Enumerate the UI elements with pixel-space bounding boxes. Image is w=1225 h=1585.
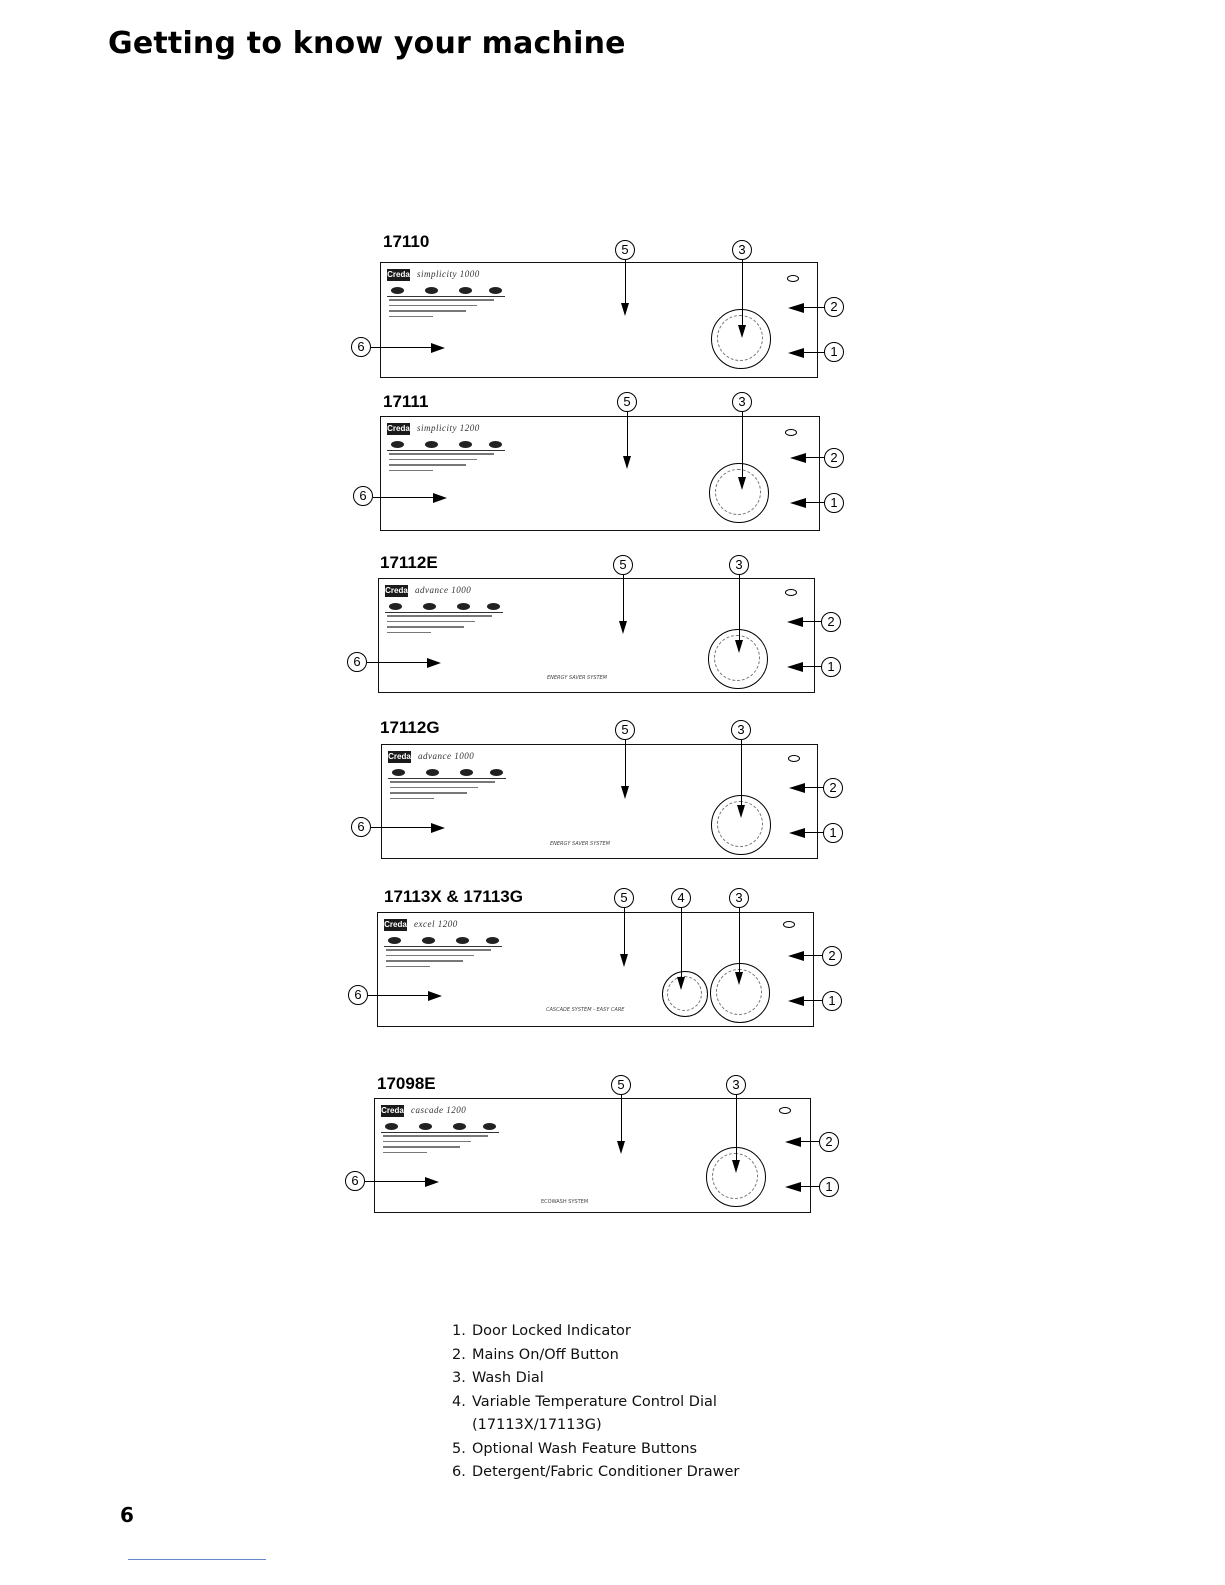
control-panel: Creda cascade 1200 ECOWASH SYSTEM	[374, 1098, 811, 1213]
callout-6: 6	[351, 337, 371, 357]
system-label: ECOWASH SYSTEM	[541, 1199, 589, 1205]
series-name: simplicity 1200	[417, 423, 480, 433]
callout-3: 3	[729, 888, 749, 908]
creda-logo: Creda	[387, 269, 410, 281]
control-panel: Creda excel 1200 CASCADE SYSTEM - EASY C…	[377, 912, 814, 1027]
control-panel: Creda advance 1000 ENERGY SAVER SYSTEM	[378, 578, 815, 693]
control-panel: Creda simplicity 1200	[380, 416, 820, 531]
model-label: 17112E	[380, 553, 438, 572]
callout-1: 1	[819, 1177, 839, 1197]
energy-saver-icon	[785, 429, 797, 436]
program-buttons	[386, 937, 499, 945]
callout-1: 1	[824, 342, 844, 362]
callout-3: 3	[731, 720, 751, 740]
model-label: 17111	[383, 392, 429, 411]
series-name: advance 1000	[418, 751, 475, 761]
creda-logo: Creda	[388, 751, 411, 763]
callout-5: 5	[611, 1075, 631, 1095]
creda-logo: Creda	[385, 585, 408, 597]
legend-item: 1.Door Locked Indicator	[452, 1323, 631, 1339]
series-name: cascade 1200	[411, 1105, 467, 1115]
callout-2: 2	[822, 946, 842, 966]
system-label: ENERGY SAVER SYSTEM	[550, 841, 610, 847]
energy-saver-icon	[783, 921, 795, 928]
program-list	[383, 1135, 493, 1157]
callout-1: 1	[823, 823, 843, 843]
creda-logo: Creda	[387, 423, 410, 435]
program-list	[389, 453, 499, 475]
energy-saver-icon	[787, 275, 799, 282]
system-label: CASCADE SYSTEM - EASY CARE	[546, 1007, 625, 1013]
program-list	[387, 615, 497, 637]
program-buttons	[383, 1123, 496, 1131]
model-label: 17098E	[377, 1074, 436, 1093]
series-name: simplicity 1000	[417, 269, 480, 279]
legend-item: 6.Detergent/Fabric Conditioner Drawer	[452, 1464, 740, 1480]
page-number: 6	[120, 1503, 134, 1527]
page-title: Getting to know your machine	[108, 26, 626, 61]
energy-saver-icon	[779, 1107, 791, 1114]
callout-5: 5	[617, 392, 637, 412]
footer-rule	[128, 1559, 266, 1560]
legend-item: 2.Mains On/Off Button	[452, 1346, 619, 1363]
program-buttons	[389, 441, 502, 449]
temperature-dial[interactable]	[662, 971, 708, 1017]
callout-3: 3	[732, 392, 752, 412]
legend-item: 3.Wash Dial	[452, 1370, 544, 1386]
series-name: advance 1000	[415, 585, 472, 595]
wash-dial[interactable]	[711, 309, 771, 369]
control-panel: Creda simplicity 1000	[380, 262, 818, 378]
program-buttons	[387, 603, 500, 611]
callout-6: 6	[347, 652, 367, 672]
wash-dial[interactable]	[709, 463, 769, 523]
callout-4: 4	[671, 888, 691, 908]
callout-2: 2	[821, 612, 841, 632]
wash-dial[interactable]	[708, 629, 768, 689]
callout-2: 2	[823, 778, 843, 798]
model-label: 17112G	[380, 718, 440, 737]
creda-logo: Creda	[381, 1105, 404, 1117]
callout-1: 1	[824, 493, 844, 513]
model-label: 17113X & 17113G	[384, 887, 523, 906]
legend-item: 4.Variable Temperature Control Dial	[452, 1393, 717, 1410]
callout-3: 3	[726, 1075, 746, 1095]
energy-saver-icon	[785, 589, 797, 596]
drawer-arrow-head	[431, 343, 445, 353]
control-panel: Creda advance 1000 ENERGY SAVER SYSTEM	[381, 744, 818, 859]
callout-6: 6	[351, 817, 371, 837]
callout-2: 2	[819, 1132, 839, 1152]
callout-6: 6	[353, 486, 373, 506]
callout-3: 3	[729, 555, 749, 575]
drawer-arrow-line	[371, 347, 431, 349]
legend-item-continuation: (17113X/17113G)	[472, 1417, 602, 1433]
callout-5: 5	[615, 720, 635, 740]
energy-saver-icon	[788, 755, 800, 762]
series-name: excel 1200	[414, 919, 458, 929]
creda-logo: Creda	[384, 919, 407, 931]
model-label: 17110	[383, 232, 430, 251]
program-list	[390, 781, 500, 803]
program-list	[389, 299, 499, 321]
callout-5: 5	[615, 240, 635, 260]
callout-1: 1	[822, 991, 842, 1011]
program-buttons	[390, 769, 503, 777]
callout-6: 6	[348, 985, 368, 1005]
callout-5: 5	[614, 888, 634, 908]
legend-list: 1.Door Locked Indicator 2.Mains On/Off B…	[452, 1320, 739, 1485]
callout-1: 1	[821, 657, 841, 677]
program-buttons	[389, 287, 502, 295]
callout-3: 3	[732, 240, 752, 260]
legend-item: 5.Optional Wash Feature Buttons	[452, 1440, 698, 1457]
system-label: ENERGY SAVER SYSTEM	[547, 675, 607, 681]
callout-2: 2	[824, 448, 844, 468]
callout-5: 5	[613, 555, 633, 575]
program-list	[386, 949, 496, 971]
callout-6: 6	[345, 1171, 365, 1191]
callout-2: 2	[824, 297, 844, 317]
